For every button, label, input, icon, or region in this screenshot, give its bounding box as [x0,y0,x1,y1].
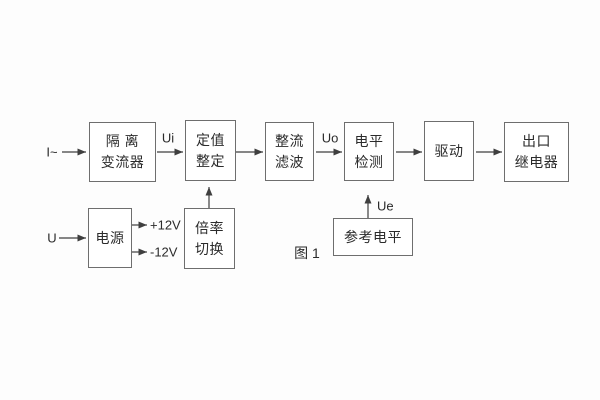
block-power-supply: 电源 [88,208,132,268]
block-reference-level: 参考电平 [333,218,413,256]
block-label-line: 出口 [522,133,551,149]
block-label-line: 隔 离 [105,133,140,149]
label-signal-ue: Ue [377,198,394,214]
label-signal-uo: Uo [321,130,339,146]
block-label-line: 倍率 [195,219,224,236]
figure-caption: 图 1 [294,245,320,261]
label-minus-12v: -12V [150,244,178,260]
block-label-line: 参考电平 [344,228,402,245]
block-isolation-transformer: 隔 离 变流器 [89,122,156,182]
block-label-line: 变流器 [100,154,145,170]
block-label-line: 电平 [354,132,384,149]
label-signal-ui: Ui [161,130,175,146]
block-label-line: 切换 [195,240,224,257]
block-label-line: 滤波 [275,153,304,170]
block-label-line: 定值 [196,131,225,148]
label-voltage-input: U [47,230,57,246]
block-ratio-switch: 倍率 切换 [184,208,235,269]
label-plus-12v: +12V [150,217,181,233]
block-drive: 驱动 [424,121,474,181]
block-label-line: 电源 [95,229,125,246]
block-label-line: 驱动 [434,142,464,159]
block-setting-adjust: 定值 整定 [185,120,236,181]
block-level-detect: 电平 检测 [344,122,394,181]
label-current-input: I~ [46,144,58,160]
block-label-line: 检测 [354,153,384,170]
block-rectify-filter: 整流 滤波 [265,122,314,181]
block-label-line: 整流 [275,132,304,149]
block-label-line: 整定 [196,152,225,169]
block-label-line: 继电器 [514,154,559,170]
block-output-relay: 出口 继电器 [504,122,569,182]
